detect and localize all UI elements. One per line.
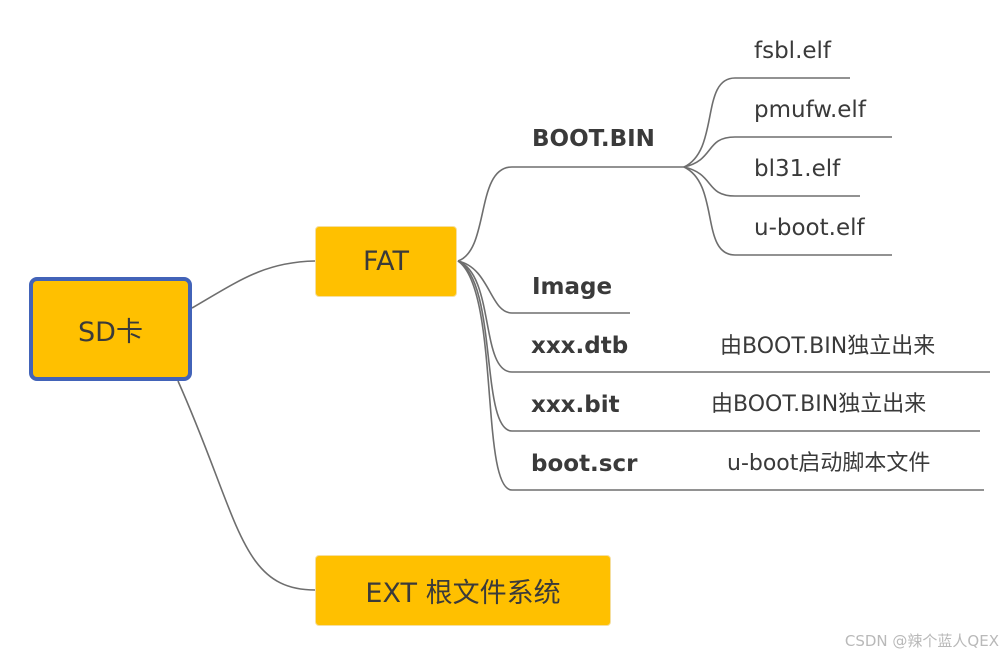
edge-bootbin-uboot <box>683 166 736 256</box>
pmufw-label[interactable]: pmufw.elf <box>754 97 866 123</box>
edge-root-fat <box>191 260 316 309</box>
bl31-label[interactable]: bl31.elf <box>754 156 841 182</box>
bit-label[interactable]: xxx.bit <box>531 392 620 418</box>
image-label[interactable]: Image <box>532 274 613 300</box>
watermark: CSDN @辣个蓝人QEX <box>844 632 999 650</box>
fat-label: FAT <box>363 246 409 277</box>
ext-label: EXT 根文件系统 <box>365 578 561 609</box>
bootscr-note: u-boot启动脚本文件 <box>727 451 931 476</box>
root-label: SD卡 <box>78 316 143 348</box>
edge-bootbin-bl31 <box>683 166 736 197</box>
ext-node[interactable]: EXT 根文件系统 <box>315 555 611 626</box>
root-node[interactable]: SD卡 <box>29 277 192 381</box>
dtb-note: 由BOOT.BIN独立出来 <box>720 334 936 359</box>
bootbin-label[interactable]: BOOT.BIN <box>532 126 655 152</box>
edge-root-ext <box>177 380 316 591</box>
uboot-label[interactable]: u-boot.elf <box>754 215 865 241</box>
edge-fat-bootbin <box>457 166 513 262</box>
edge-fat-bootscr <box>457 260 513 491</box>
edge-fat-bit <box>457 260 513 432</box>
fsbl-label[interactable]: fsbl.elf <box>754 38 832 64</box>
bootscr-label[interactable]: boot.scr <box>531 451 638 477</box>
dtb-label[interactable]: xxx.dtb <box>531 333 629 359</box>
bit-note: 由BOOT.BIN独立出来 <box>711 392 927 417</box>
edge-fat-dtb <box>457 260 513 373</box>
edge-fat-image <box>457 260 513 314</box>
edge-bootbin-fsbl <box>683 77 736 168</box>
edge-bootbin-pmufw <box>683 136 736 168</box>
fat-node[interactable]: FAT <box>315 226 457 297</box>
